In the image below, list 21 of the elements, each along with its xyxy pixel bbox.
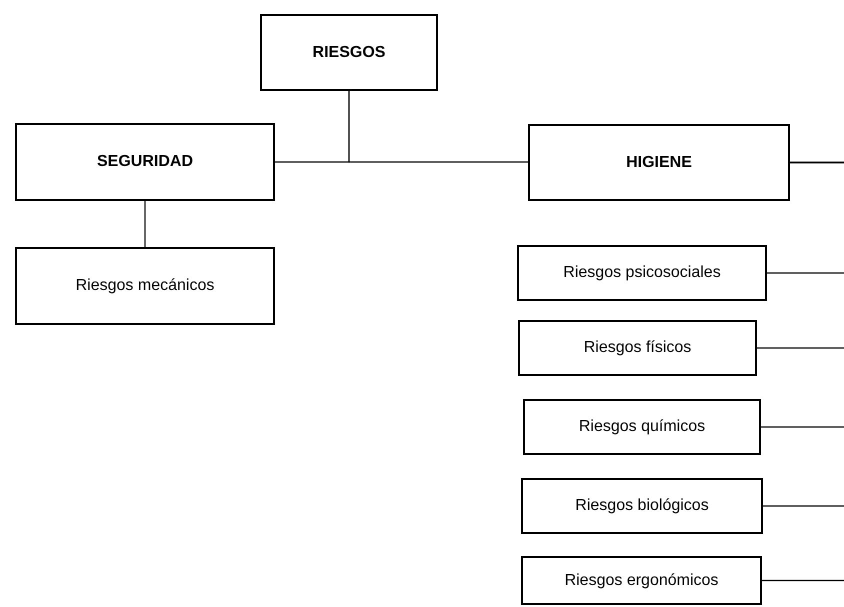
connector-line [348, 91, 528, 163]
box-label: Riesgos mecánicos [76, 277, 214, 295]
risk-box [518, 320, 757, 376]
risk-box [15, 247, 275, 325]
risk-box [521, 556, 762, 605]
risk-box [523, 399, 761, 455]
risk-box [517, 245, 767, 301]
box-label: Riesgos químicos [578, 418, 706, 436]
box-label: Riesgos ergonómicos [564, 572, 718, 590]
box-label: HIGIENE [626, 154, 692, 172]
connector-line [144, 201, 146, 247]
box-label: Riesgos psicosociales [563, 264, 721, 282]
box-label: SEGURIDAD [96, 153, 193, 171]
connector-line [762, 162, 844, 582]
category-box [528, 124, 790, 201]
box-label: Riesgos físicos [584, 339, 692, 357]
category-box [260, 14, 438, 91]
risk-box [521, 478, 763, 534]
category-box [15, 123, 275, 201]
box-label: RIESGOS [312, 44, 386, 62]
box-label: Riesgos biológicos [575, 497, 709, 515]
